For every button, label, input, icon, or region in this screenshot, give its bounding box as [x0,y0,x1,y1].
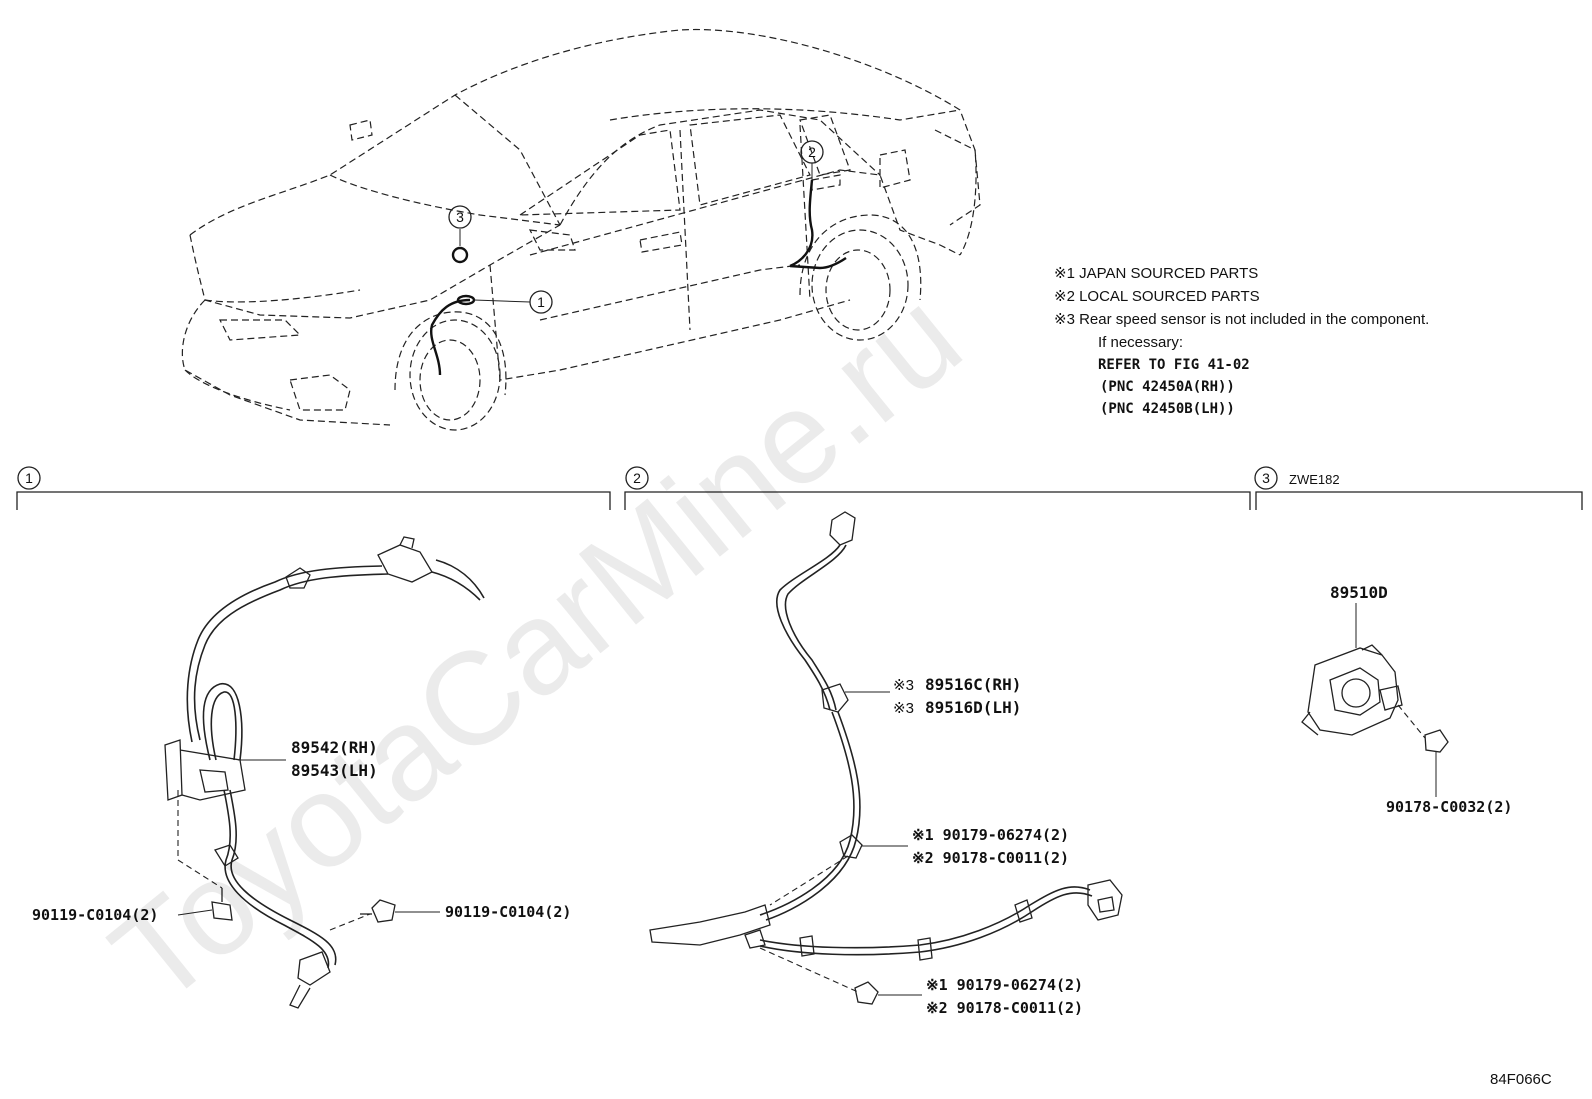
section-2-number: 2 [633,470,641,486]
note3-mark-rh: ※3 [893,677,914,694]
note-2: ※2 LOCAL SOURCED PARTS [1054,288,1260,305]
part-clip-a-japan: ※1 90179-06274(2) [912,826,1069,844]
section-3-header: 3 ZWE182 [1254,466,1583,510]
callout-1-circle [529,290,553,314]
front-speed-sensor-drawing [164,536,485,1009]
yaw-sensor-drawing [1301,603,1449,797]
section-3-number: 3 [1262,470,1270,486]
callout-1: 1 [537,294,545,310]
car-illustration: 3 1 2 [181,28,981,431]
figure-code: 84F066C [1490,1071,1552,1088]
part-89542-rh: 89542(RH) [291,738,378,757]
part-yaw-nut: 90178-C0032(2) [1386,798,1512,816]
callout-2-circle [800,140,824,164]
car-yaw-sensor-position [451,246,469,264]
section-1-header: 1 [16,466,611,510]
car-front-harness [429,298,471,376]
part-89516d-lh: 89516D(LH) [925,698,1021,717]
part-bolt-right: 90119-C0104(2) [445,903,571,921]
part-89543-lh: 89543(LH) [291,761,378,780]
section-3-model: ZWE182 [1289,472,1340,487]
note-pnc-lh: (PNC 42450B(LH)) [1100,401,1235,417]
rear-speed-sensor-drawing [649,511,1123,1005]
part-clip-b-japan: ※1 90179-06274(2) [926,976,1083,994]
part-89510d: 89510D [1330,583,1388,602]
part-clip-a-local: ※2 90178-C0011(2) [912,849,1069,867]
note-1: ※1 JAPAN SOURCED PARTS [1054,265,1258,282]
part-clip-b-local: ※2 90178-C0011(2) [926,999,1083,1017]
callout-3: 3 [456,209,464,225]
note-refer-fig: REFER TO FIG 41-02 [1098,357,1250,373]
notes-block: ※1 JAPAN SOURCED PARTS ※2 LOCAL SOURCED … [1054,265,1429,417]
note-3: ※3 Rear speed sensor is not included in … [1054,311,1429,328]
callout-2: 2 [808,144,816,160]
section-2-header: 2 [624,466,1251,510]
note3-mark-lh: ※3 [893,700,914,717]
note-if-necessary: If necessary: [1098,334,1183,351]
callout-3-circle [448,205,472,229]
note-pnc-rh: (PNC 42450A(RH)) [1100,379,1235,395]
part-bolt-left: 90119-C0104(2) [32,906,158,924]
car-rear-harness [789,179,847,270]
section-1-number: 1 [25,470,33,486]
part-89516c-rh: 89516C(RH) [925,675,1021,694]
